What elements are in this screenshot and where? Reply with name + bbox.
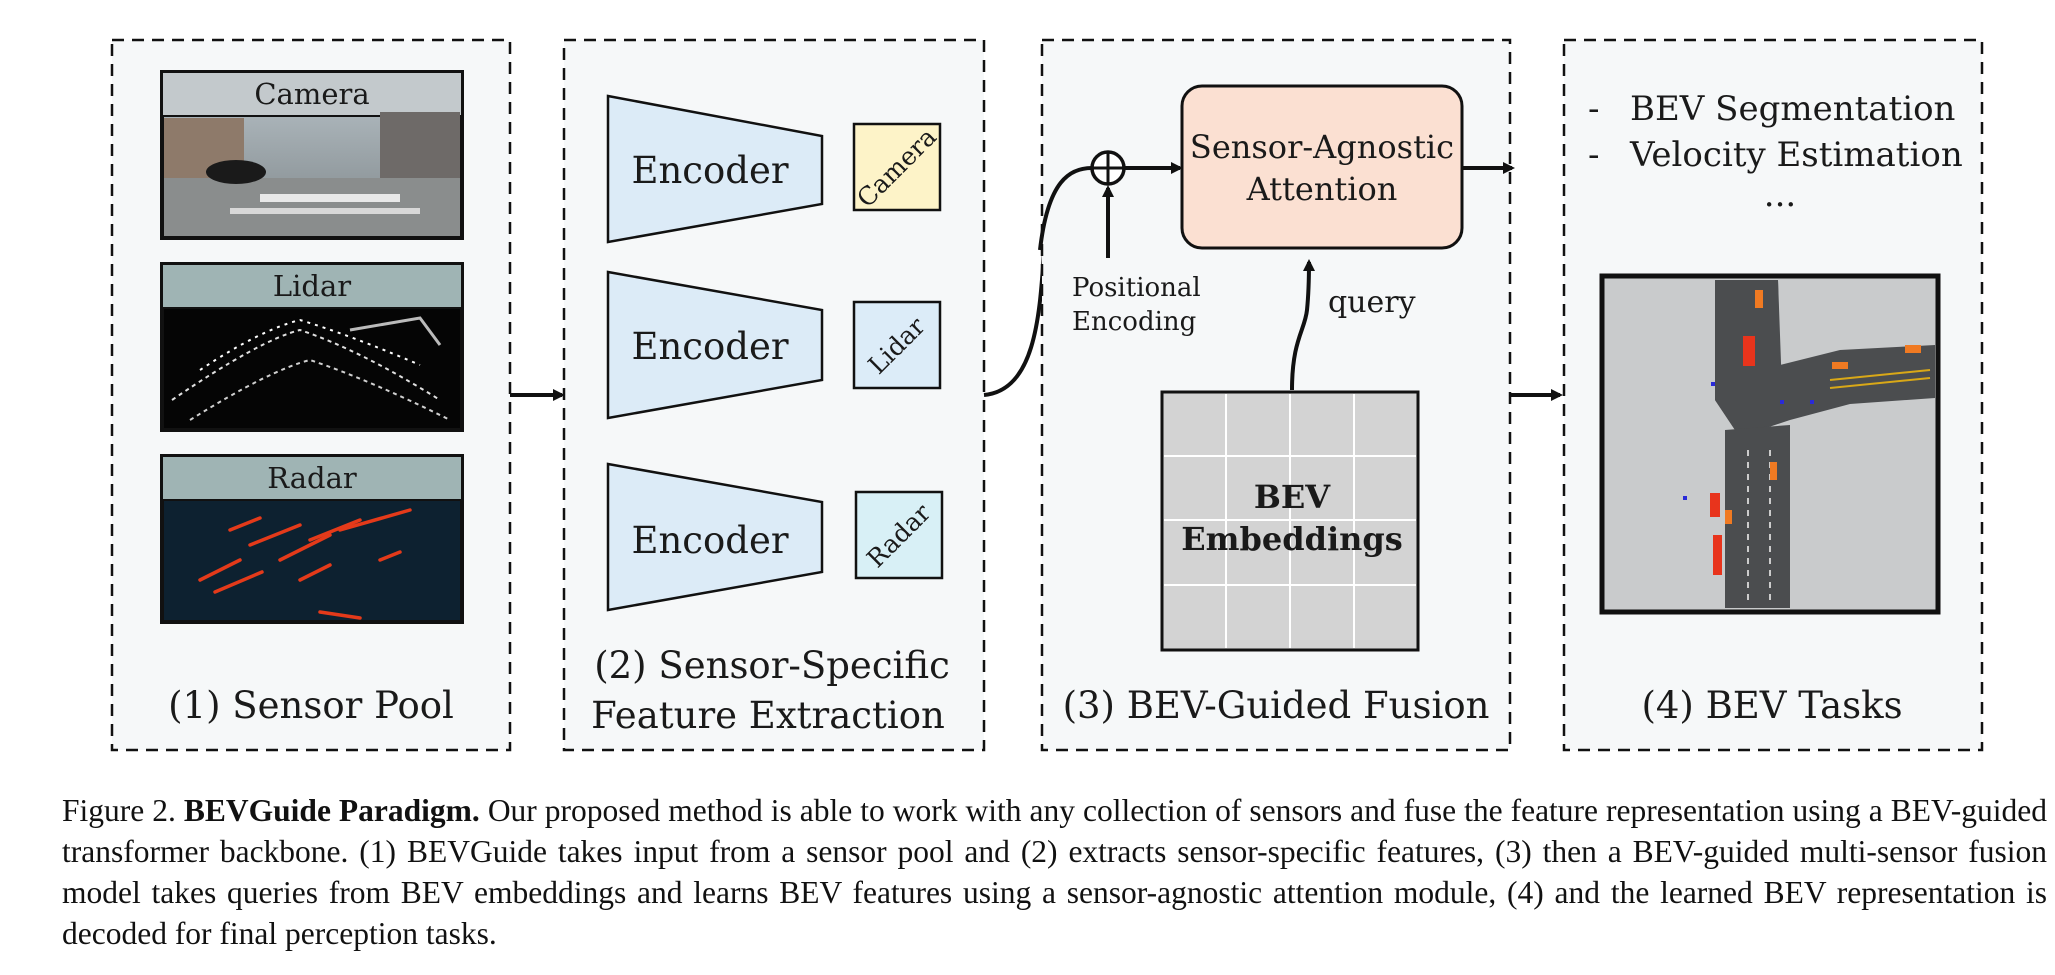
lidar-feature-tag: Lidar: [852, 300, 942, 390]
task-item-1: BEV Segmentation: [1630, 89, 1955, 129]
encoder-lidar: Encoder: [606, 270, 824, 420]
attention-label-line2: Attention: [1246, 170, 1398, 208]
extraction-title-line2: Feature Extraction: [591, 694, 945, 737]
caption-figure-label: Figure 2.: [62, 793, 176, 828]
radar-sensor-image: Radar: [160, 454, 464, 624]
sum-operator-icon: [1090, 150, 1126, 186]
camera-sensor-image: Camera: [160, 70, 464, 240]
positional-encoding-line1: Positional: [1072, 273, 1201, 303]
lidar-sensor-label: Lidar: [273, 269, 351, 303]
caption-text: Our proposed method is able to work with…: [62, 793, 2048, 951]
task-ellipsis: ...: [1764, 175, 1796, 215]
fusion-title: (3) BEV-Guided Fusion: [1063, 684, 1490, 727]
encoder-camera: Encoder: [606, 94, 824, 244]
query-label: query: [1328, 285, 1416, 320]
positional-encoding-line2: Encoding: [1072, 307, 1196, 337]
radar-sensor-label: Radar: [267, 461, 357, 495]
tasks-title: (4) BEV Tasks: [1641, 684, 1902, 727]
task-bullet-dash-1: -: [1588, 89, 1600, 129]
bev-embeddings-line2: Embeddings: [1181, 520, 1403, 558]
encoder-camera-label: Encoder: [631, 149, 788, 192]
bev-embeddings-grid: BEV Embeddings: [1160, 390, 1420, 652]
radar-feature-tag: Radar: [854, 490, 944, 580]
camera-feature-tag: Camera: [851, 122, 942, 213]
task-bullet-dash-2: -: [1588, 135, 1600, 175]
encoder-radar: Encoder: [606, 462, 824, 612]
lidar-sensor-image: Lidar: [160, 262, 464, 432]
task-item-2: Velocity Estimation: [1629, 135, 1963, 175]
bev-embeddings-line1: BEV: [1254, 478, 1331, 516]
caption-bold-title: BEVGuide Paradigm.: [183, 793, 480, 828]
figure-caption: Figure 2. BEVGuide Paradigm. Our propose…: [62, 790, 2047, 954]
query-connector: [1290, 259, 1315, 391]
encoder-lidar-label: Encoder: [631, 325, 788, 368]
camera-sensor-label: Camera: [254, 77, 369, 111]
attention-label-line1: Sensor-Agnostic: [1190, 128, 1454, 166]
sensor-pool-title: (1) Sensor Pool: [168, 684, 454, 727]
extraction-title-line1: (2) Sensor-Specific: [594, 644, 950, 687]
bevguide-figure: Camera Lidar Radar (1) Sensor Pool: [110, 38, 1984, 752]
bev-segmentation-map: [1599, 273, 1941, 615]
encoder-radar-label: Encoder: [631, 519, 788, 562]
sensor-agnostic-attention-block: Sensor-Agnostic Attention: [1180, 84, 1464, 250]
